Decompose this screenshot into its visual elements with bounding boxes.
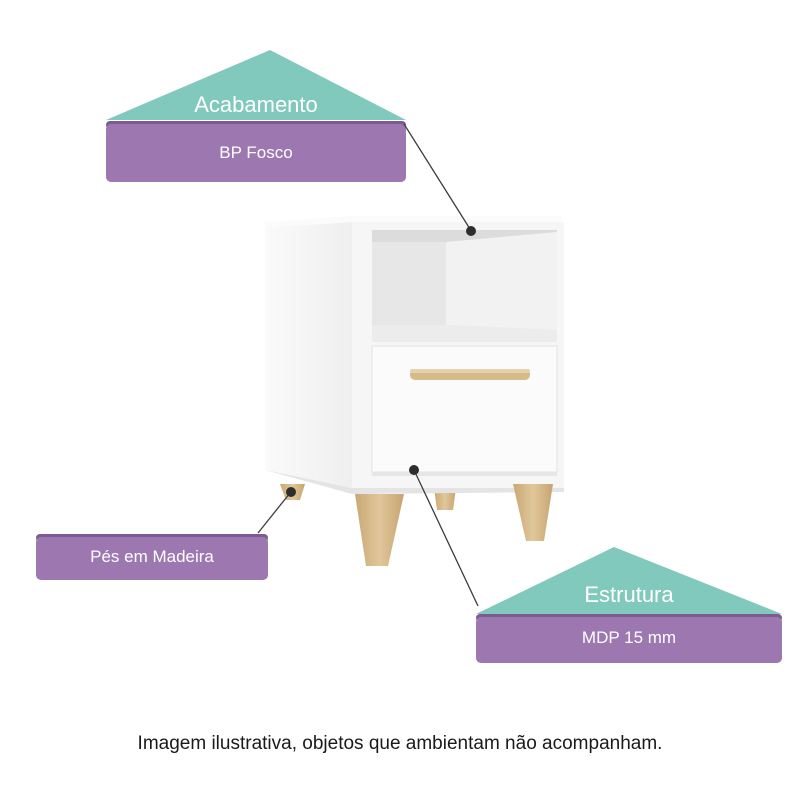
structure-value-box bbox=[476, 617, 782, 663]
structure-title-triangle bbox=[476, 547, 782, 614]
finish-title-triangle bbox=[106, 50, 406, 120]
structure-title: Estrutura bbox=[584, 582, 674, 607]
structure-leader-line bbox=[413, 469, 479, 607]
finish-value-box bbox=[106, 124, 406, 182]
finish-leader-line bbox=[403, 123, 471, 230]
front-leg-right bbox=[513, 484, 553, 541]
feet-callout bbox=[36, 534, 268, 580]
structure-leader-dot bbox=[409, 465, 419, 475]
structure-value: MDP 15 mm bbox=[581, 628, 677, 647]
nightstand-body bbox=[265, 216, 564, 494]
feet-leader-dot bbox=[286, 487, 296, 497]
finish-leader-dot bbox=[466, 226, 476, 236]
finish-callout bbox=[106, 50, 406, 182]
disclaimer-caption: Imagem ilustrativa, objetos que ambienta… bbox=[137, 733, 663, 754]
front-leg-left bbox=[355, 494, 404, 566]
finish-value: BP Fosco bbox=[219, 143, 293, 162]
feet-value: Pés em Madeira bbox=[90, 547, 214, 566]
finish-title: Acabamento bbox=[194, 92, 318, 117]
leader-dots bbox=[286, 226, 476, 497]
feet-leader-line bbox=[257, 492, 291, 534]
feet-value-box bbox=[36, 537, 268, 580]
front-legs bbox=[355, 484, 553, 566]
leader-lines bbox=[257, 123, 479, 607]
drawer-front bbox=[371, 345, 558, 473]
structure-callout bbox=[476, 547, 782, 663]
